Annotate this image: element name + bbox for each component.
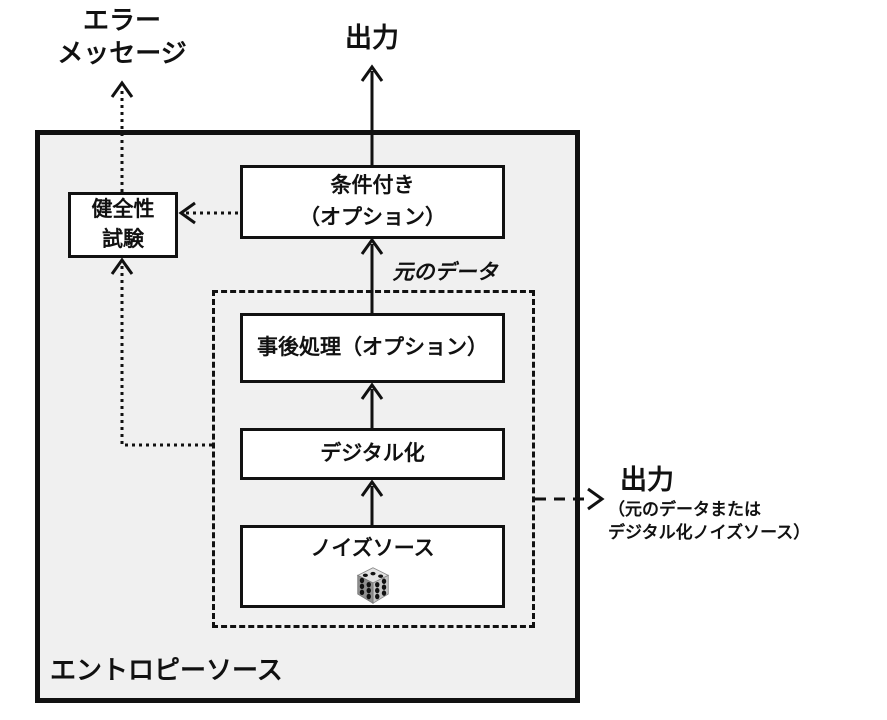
right-output-sublabel: （元のデータまたは デジタル化ノイズソース） <box>608 498 868 544</box>
post-processing-label: 事後処理（オプション） <box>257 336 488 359</box>
error-message-label: エラー メッセージ <box>22 4 222 70</box>
conditioning-box: 条件付き （オプション） <box>240 165 505 239</box>
arrowhead-group-to-right-output <box>587 487 605 511</box>
error-message-line2: メッセージ <box>57 38 187 68</box>
conditioning-label-line1: 条件付き <box>330 174 415 197</box>
arrowhead-conditioning-to-output <box>360 64 384 82</box>
digitization-box: デジタル化 <box>240 428 505 480</box>
digitization-label: デジタル化 <box>320 442 425 465</box>
health-test-box: 健全性 試験 <box>68 192 178 258</box>
right-output-sub-line2: デジタル化ノイズソース） <box>608 523 811 542</box>
dice-icon <box>356 567 389 605</box>
raw-data-label: 元のデータ <box>392 261 498 284</box>
noise-source-box: ノイズソース <box>240 525 505 608</box>
raw-data-group-box <box>212 290 535 628</box>
health-test-label-line2: 試験 <box>102 228 144 251</box>
right-output-sub-line1: （元のデータまたは <box>608 500 761 519</box>
error-message-line1: エラー <box>82 5 161 35</box>
right-output-label: 出力 <box>620 465 674 495</box>
entropy-source-label: エントロピーソース <box>50 655 283 685</box>
arrowhead-healthtest-to-error <box>110 80 134 98</box>
top-output-label: 出力 <box>345 23 399 53</box>
health-test-label-line1: 健全性 <box>91 198 155 221</box>
noise-source-label: ノイズソース <box>310 537 435 560</box>
post-processing-box: 事後処理（オプション） <box>240 313 505 383</box>
conditioning-label-line2: （オプション） <box>299 206 446 229</box>
